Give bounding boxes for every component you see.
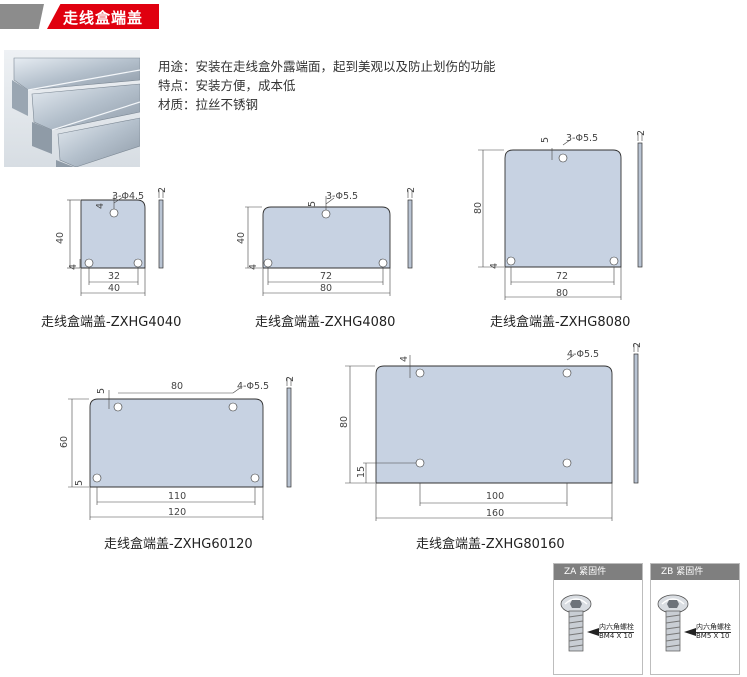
zxhg4080-thickness-label: 2	[406, 187, 417, 193]
zxhg4080-height-label: 40	[236, 232, 247, 244]
zxhg8080-thickness-label: 2	[636, 130, 647, 136]
description-features: 特点：安装方便，成本低	[158, 78, 296, 93]
fastener-za-type: 内六角螺栓	[599, 623, 634, 633]
zxhg8080-hole-spacing-label: 72	[556, 271, 568, 282]
zxhg80160-hole-spacing-label: 100	[486, 491, 504, 502]
zxhg8080-width-label: 80	[556, 288, 568, 299]
fastener-card-za: ZA 紧固件 内六角螺栓 BM4 X 10	[553, 563, 643, 675]
zxhg80160-holes-label: 4-Φ5.5	[567, 349, 599, 360]
hex-socket-bolt-icon	[657, 594, 689, 652]
zxhg80160-offset-bottom-label: 15	[356, 466, 367, 478]
zxhg8080-holes-label: 3-Φ5.5	[566, 133, 598, 144]
fastener-za-spec: BM4 X 10	[599, 632, 633, 640]
fastener-card-zb: ZB 紧固件 内六角螺栓 BM5 X 10	[650, 563, 740, 675]
drawing-zxhg60120	[68, 378, 292, 520]
zxhg8080-offset-bottom-label: 4	[489, 263, 500, 269]
zxhg4040-width-label: 40	[108, 283, 120, 294]
page-title: 走线盒端盖	[47, 4, 159, 29]
hex-socket-bolt-icon	[560, 594, 592, 652]
zxhg80160-height-label: 80	[339, 416, 350, 428]
caption-zxhg60120: 走线盒端盖-ZXHG60120	[104, 537, 253, 552]
caption-zxhg4080: 走线盒端盖-ZXHG4080	[255, 315, 396, 330]
drawing-zxhg8080	[478, 133, 643, 300]
header-tab-decoration	[0, 4, 44, 29]
caption-zxhg8080: 走线盒端盖-ZXHG8080	[490, 315, 631, 330]
zxhg4080-width-label: 80	[320, 283, 332, 294]
zxhg4040-thickness-label: 2	[157, 187, 168, 193]
zxhg8080-height-label: 80	[473, 202, 484, 214]
zxhg4080-offset-bottom-label: 4	[248, 264, 259, 270]
zxhg4080-holes-label: 3-Φ5.5	[326, 191, 358, 202]
zxhg4080-offset-top-label: 5	[307, 201, 318, 207]
zxhg60120-offset-top-label: 5	[96, 388, 107, 394]
zxhg4080-hole-spacing-label: 72	[320, 271, 332, 282]
caption-zxhg4040: 走线盒端盖-ZXHG4040	[41, 315, 182, 330]
zxhg60120-top-spacing-label: 80	[171, 381, 183, 392]
zxhg4040-offset-top-label: 4	[95, 203, 106, 209]
description-use: 用途：安装在走线盒外露端面，起到美观以及防止划伤的功能	[158, 59, 496, 74]
zxhg80160-thickness-label: 2	[632, 342, 643, 348]
zxhg4040-offset-bottom-label: 4	[68, 264, 79, 270]
zxhg4040-holes-label: 3-Φ4.5	[112, 191, 144, 202]
zxhg80160-width-label: 160	[486, 508, 504, 519]
arrow-left-icon	[684, 628, 696, 636]
description-material: 材质：拉丝不锈钢	[158, 97, 259, 112]
arrow-left-icon	[587, 628, 599, 636]
drawing-zxhg80160	[345, 344, 639, 521]
fastener-zb-type: 内六角螺栓	[696, 623, 731, 633]
zxhg60120-holes-label: 4-Φ5.5	[237, 381, 269, 392]
zxhg60120-height-label: 60	[59, 436, 70, 448]
fastener-za-title: ZA 紧固件	[554, 564, 642, 580]
zxhg60120-hole-spacing-label: 110	[168, 491, 186, 502]
zxhg4040-hole-spacing-label: 32	[108, 271, 120, 282]
zxhg80160-offset-top-label: 4	[399, 356, 410, 362]
product-photo	[4, 50, 140, 167]
fastener-zb-spec: BM5 X 10	[696, 632, 730, 640]
product-description: 用途：安装在走线盒外露端面，起到美观以及防止划伤的功能 特点：安装方便，成本低 …	[158, 57, 496, 114]
caption-zxhg80160: 走线盒端盖-ZXHG80160	[416, 537, 565, 552]
page-title-text: 走线盒端盖	[63, 9, 144, 27]
drawing-zxhg4040	[67, 190, 164, 296]
zxhg60120-thickness-label: 2	[285, 376, 296, 382]
drawing-zxhg4080	[245, 190, 413, 296]
zxhg60120-width-label: 120	[168, 507, 186, 518]
zxhg4040-height-label: 40	[55, 232, 66, 244]
zxhg8080-offset-top-label: 5	[540, 137, 551, 143]
zxhg60120-offset-bottom-label: 5	[74, 480, 85, 486]
fastener-zb-title: ZB 紧固件	[651, 564, 739, 580]
